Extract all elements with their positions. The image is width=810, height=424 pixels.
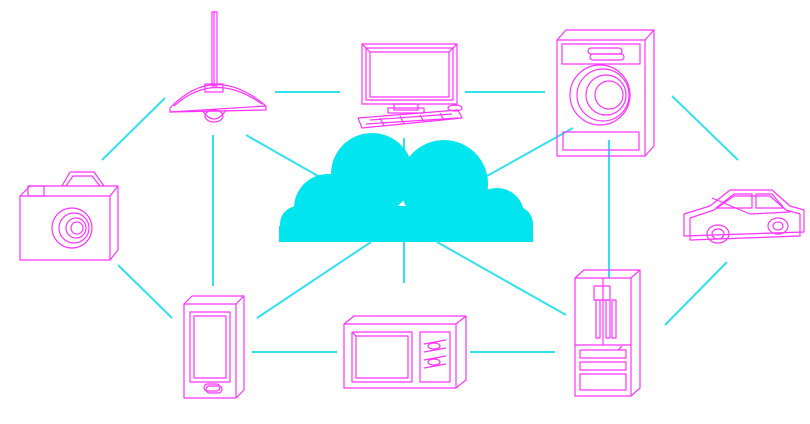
pendant-lamp-icon	[169, 11, 267, 123]
connection-lines	[101, 91, 739, 353]
smartphone-icon	[183, 295, 245, 399]
link-cloud-washer	[486, 127, 574, 177]
washing-machine-icon	[556, 29, 655, 157]
link-camera-phone	[117, 264, 173, 319]
cloud-icon	[279, 133, 533, 242]
link-car-fridge	[664, 261, 728, 326]
refrigerator-icon	[574, 269, 641, 397]
desktop-computer-icon	[357, 43, 463, 129]
link-cloud-lamp	[245, 134, 326, 181]
microwave-icon	[343, 315, 467, 389]
link-lamp-camera	[101, 97, 166, 161]
link-cloud-fridge	[436, 241, 567, 316]
link-washer-car	[671, 95, 739, 161]
camera-icon	[19, 171, 119, 261]
car-icon	[683, 189, 805, 244]
link-cloud-phone	[256, 241, 372, 319]
